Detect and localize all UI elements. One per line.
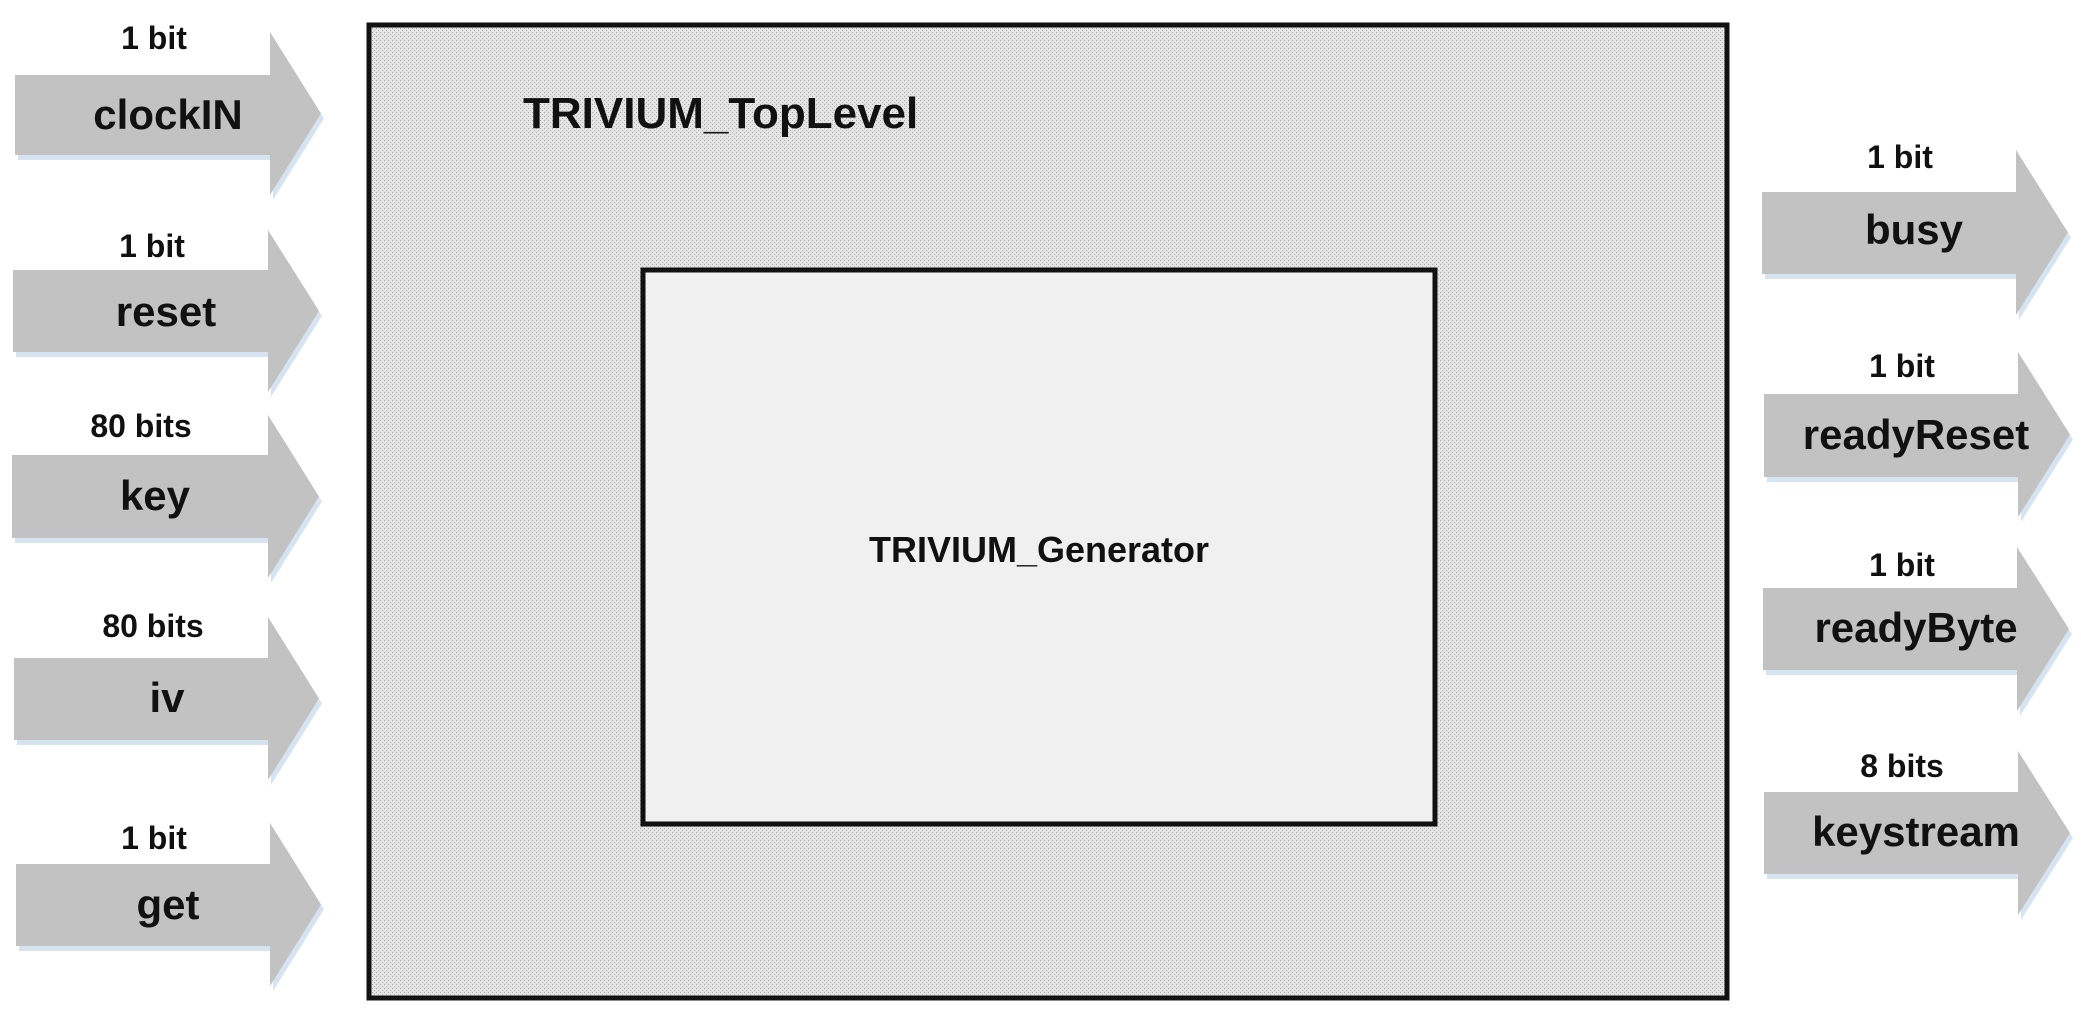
- input-port-width-label: 80 bits: [90, 408, 191, 444]
- output-port-name-label: keystream: [1812, 808, 2020, 855]
- input-port-width-label: 1 bit: [121, 820, 187, 856]
- input-port-iv: 80 bits iv: [14, 608, 322, 785]
- input-arrow: [16, 823, 321, 986]
- input-port-width-label: 1 bit: [119, 228, 185, 264]
- input-port-width-label: 80 bits: [102, 608, 203, 644]
- input-port-get: 1 bit get: [16, 820, 324, 991]
- input-port-name-label: key: [120, 472, 191, 519]
- output-port-name-label: busy: [1865, 206, 1964, 253]
- generator-title: TRIVIUM_Generator: [869, 529, 1209, 570]
- input-port-width-label: 1 bit: [121, 20, 187, 56]
- input-port-reset: 1 bit reset: [13, 228, 322, 397]
- input-arrow: [13, 230, 319, 392]
- input-port-key: 80 bits key: [12, 408, 322, 583]
- input-port-name-label: get: [137, 881, 200, 928]
- input-port-name-label: clockIN: [93, 91, 242, 138]
- output-arrow: [1764, 751, 2070, 915]
- output-port-readyReset: 1 bit readyReset: [1764, 348, 2073, 522]
- output-port-busy: 1 bit busy: [1762, 139, 2071, 320]
- output-port-width-label: 1 bit: [1869, 547, 1935, 583]
- output-port-width-label: 1 bit: [1869, 348, 1935, 384]
- input-port-name-label: reset: [116, 288, 216, 335]
- input-port-clockIN: 1 bit clockIN: [15, 20, 324, 200]
- output-port-name-label: readyByte: [1814, 604, 2017, 651]
- port-group: 1 bit clockIN 1 bit reset 80 bits key 80 bits i…: [12, 20, 2073, 991]
- output-arrow: [1762, 150, 2068, 315]
- output-port-readyByte: 1 bit readyByte: [1763, 547, 2072, 716]
- output-port-width-label: 1 bit: [1867, 139, 1933, 175]
- output-port-name-label: readyReset: [1803, 411, 2029, 458]
- output-port-keystream: 8 bits keystream: [1764, 748, 2073, 920]
- output-arrow: [1764, 352, 2070, 517]
- input-port-name-label: iv: [149, 674, 185, 721]
- output-arrow: [1763, 547, 2069, 711]
- input-arrow: [12, 415, 319, 578]
- input-arrow: [15, 32, 321, 195]
- generator-block: [640, 267, 1438, 827]
- input-arrow: [14, 617, 319, 780]
- output-port-width-label: 8 bits: [1860, 748, 1944, 784]
- top-level-title: TRIVIUM_TopLevel: [523, 89, 918, 138]
